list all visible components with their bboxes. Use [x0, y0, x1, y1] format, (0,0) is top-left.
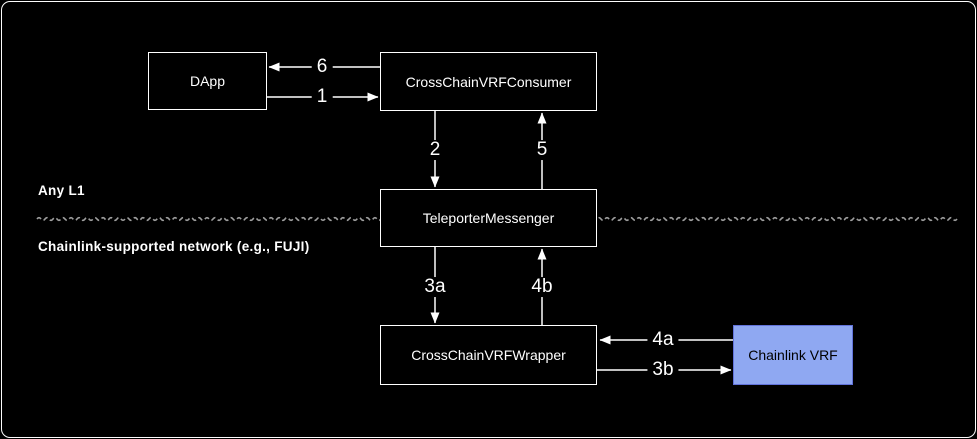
- edge-label-3a: 3a: [419, 277, 451, 297]
- edge-label-3b: 3b: [647, 360, 679, 380]
- node-chainlink-vrf: Chainlink VRF: [733, 325, 853, 385]
- edge-label-4a: 4a: [647, 330, 679, 350]
- node-teleportermessenger-label: TeleporterMessenger: [422, 210, 555, 226]
- edge-label-6: 6: [311, 57, 333, 77]
- region-label-chainlink-network: Chainlink-supported network (e.g., FUJI): [38, 239, 310, 254]
- node-crosschainvrfwrapper-label: CrossChainVRFWrapper: [411, 347, 566, 363]
- node-crosschainvrfwrapper: CrossChainVRFWrapper: [380, 325, 597, 385]
- node-teleportermessenger: TeleporterMessenger: [380, 189, 597, 247]
- node-dapp-label: DApp: [189, 73, 226, 89]
- edge-label-5: 5: [531, 140, 553, 160]
- node-dapp: DApp: [148, 52, 267, 110]
- edge-label-4b: 4b: [526, 277, 558, 297]
- edge-label-2: 2: [424, 140, 446, 160]
- node-crosschainvrfconsumer: CrossChainVRFConsumer: [380, 52, 597, 111]
- region-label-any-l1: Any L1: [38, 183, 85, 198]
- node-crosschainvrfconsumer-label: CrossChainVRFConsumer: [405, 73, 572, 90]
- node-chainlink-vrf-label: Chainlink VRF: [748, 347, 838, 363]
- edge-label-1: 1: [311, 87, 333, 107]
